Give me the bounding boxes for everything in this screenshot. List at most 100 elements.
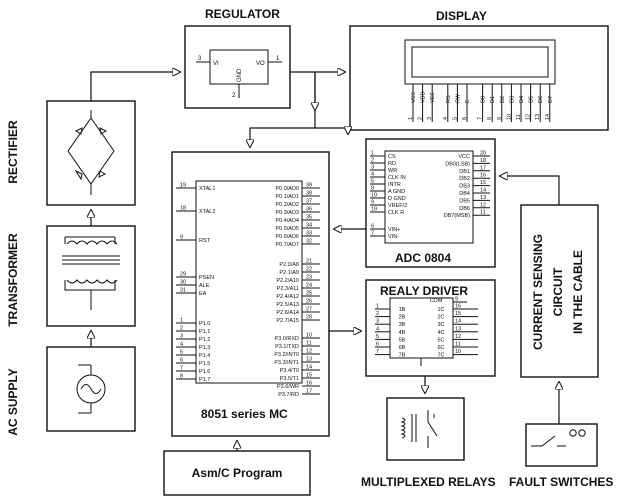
display-pin-label: D2 (500, 96, 506, 103)
pin-label: P3.1/TXD (275, 344, 299, 350)
pin-label: 1C (437, 307, 444, 313)
pin-number: 9 (455, 297, 458, 303)
pin-label: P3.0/RXD (275, 336, 299, 342)
pin-label: P1.6 (199, 369, 210, 375)
regulator-pin-gnd: 2 (232, 93, 236, 99)
pin-label: D GND (388, 196, 406, 202)
pin-number: 34 (306, 223, 312, 229)
mc-pin-list: 19XTAL118XTAL29RST29PSEN30ALE31EA1P1.02P… (176, 183, 320, 398)
current-sensing-label-3: IN THE CABLE (571, 250, 585, 334)
pin-label: P2.0/A8 (279, 262, 299, 268)
pin-label: P3.6/WR (277, 384, 299, 390)
display-pin-number: 13 (535, 114, 541, 120)
regulator-title: REGULATOR (205, 7, 280, 21)
pin-number: 10 (306, 333, 312, 339)
pin-number: 13 (455, 326, 461, 332)
display-pin-label: D4 (519, 96, 525, 103)
pin-label: P1.4 (199, 353, 210, 359)
pin-label: ALE (199, 283, 210, 289)
pin-number: 3 (371, 165, 374, 171)
display-pin-label: D7 (548, 96, 554, 103)
pin-number: 30 (180, 280, 186, 286)
display-title: DISPLAY (436, 9, 487, 23)
pin-number: 11 (306, 341, 312, 347)
pin-label: VIN- (388, 234, 399, 240)
pin-label: CLK R (388, 210, 404, 216)
pin-number: 3 (180, 334, 183, 340)
pin-label: P0.3/AD3 (275, 210, 299, 216)
display-pin-label: RS (446, 95, 452, 103)
pin-label: P2.6/A14 (276, 310, 299, 316)
display-pin-number: 6 (462, 117, 468, 120)
pin-number: 16 (455, 304, 461, 310)
pin-label: INTR (388, 182, 401, 188)
pin-label: XTAL2 (199, 209, 215, 215)
pin-label: P3.2/INT0 (274, 352, 299, 358)
pin-number: 8 (180, 374, 183, 380)
pin-number: 17 (306, 389, 312, 395)
pin-number: 39 (306, 183, 312, 189)
pin-label: P3.3/INT1 (274, 360, 299, 366)
pin-number: 2 (371, 158, 374, 164)
pin-number: 6 (376, 342, 379, 348)
pin-number: 2 (180, 326, 183, 332)
pin-label: A GND (388, 189, 405, 195)
pin-label: P1.7 (199, 377, 210, 383)
connections (91, 72, 559, 451)
relays-block: MULTIPLEXED RELAYS (361, 397, 496, 489)
display-pin-number: 7 (478, 117, 484, 120)
pin-number: 22 (306, 267, 312, 273)
pin-label: DB4 (459, 191, 470, 197)
pin-number: 4 (371, 172, 374, 178)
pin-number: 26 (306, 299, 312, 305)
transformer-title: TRANSFORMER (6, 233, 20, 327)
pin-label: VREF/2 (388, 203, 407, 209)
display-pin-number: 4 (443, 117, 449, 120)
pin-label: 3B (399, 322, 406, 328)
pin-label: 2C (437, 315, 444, 321)
pin-label: P0.7/AD7 (275, 242, 299, 248)
pin-label: 6B (399, 345, 406, 351)
pin-label: 5B (399, 337, 406, 343)
display-pin-label: D1 (490, 96, 496, 103)
display-pin-number: 9 (497, 117, 503, 120)
display-pin-number: 5 (452, 117, 458, 120)
display-pin-list: VSS1VDD2VEE3RS4RW5E6D07D18D29D310D411D51… (408, 84, 554, 122)
display-pin-number: 1 (408, 117, 414, 120)
pin-label: P2.3/A11 (277, 286, 299, 292)
pin-number: 28 (306, 315, 312, 321)
pin-number: 12 (480, 202, 486, 208)
regulator-pin-out: 1 (276, 56, 280, 62)
pin-number: 33 (306, 231, 312, 237)
pin-label: EA (199, 291, 207, 297)
pin-number: 19 (371, 207, 377, 213)
regulator-block: 3 VI VO 1 GND 2 (184, 25, 291, 109)
ac-supply-title: AC SUPPLY (6, 368, 20, 436)
pin-label: DB6 (459, 206, 470, 212)
pin-number: 35 (306, 215, 312, 221)
pin-number: 20 (480, 151, 486, 157)
pin-number: 5 (371, 179, 374, 185)
display-pin-label: VDD (421, 91, 427, 103)
pin-number: 25 (306, 291, 312, 297)
pin-label: P0.4/AD4 (275, 218, 299, 224)
pin-number: 16 (306, 381, 312, 387)
pin-number: 36 (306, 207, 312, 213)
pin-number: 4 (376, 326, 379, 332)
pin-label: 5C (437, 337, 444, 343)
pin-number: 6 (371, 224, 374, 230)
driver-com-label: COM (430, 298, 443, 304)
rectifier-title: RECTIFIER (6, 120, 20, 184)
relay-driver-title: REALY DRIVER (380, 284, 468, 298)
pin-number: 5 (376, 334, 379, 340)
pin-label: CS (388, 154, 396, 160)
pin-number: 9 (180, 235, 183, 241)
regulator-vo-label: VO (256, 61, 265, 67)
pin-number: 21 (306, 259, 312, 265)
display-pin-label: VEE (430, 92, 436, 103)
pin-number: 18 (180, 206, 186, 212)
transformer-block (46, 225, 136, 327)
pin-label: 4C (437, 330, 444, 336)
